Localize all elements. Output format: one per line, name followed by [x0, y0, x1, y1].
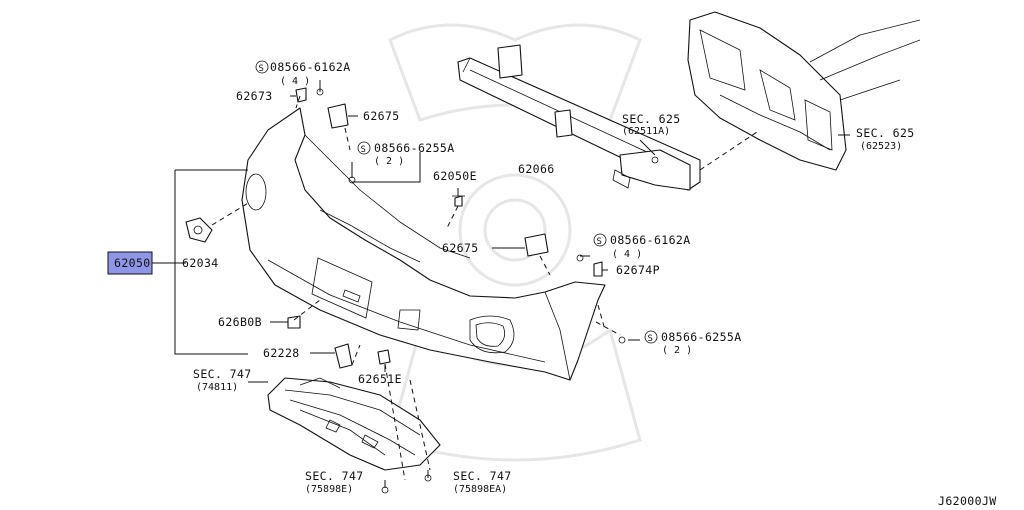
bolt-qty-6255a-top: ( 2 ) — [374, 156, 404, 167]
sec625-b-label[interactable]: SEC. 625 — [856, 126, 915, 140]
clip-62050e[interactable] — [452, 195, 465, 207]
sec625-b-ref: (62523) — [860, 141, 902, 152]
clip-62674p[interactable] — [593, 261, 603, 277]
main-part-highlight — [107, 251, 153, 275]
bumper-reinforcement[interactable] — [457, 44, 701, 191]
clip-626b0b[interactable] — [287, 315, 301, 329]
dashed-guides — [211, 95, 761, 481]
svg-text:S: S — [361, 145, 366, 155]
part-label-62228[interactable]: 62228 — [263, 346, 300, 360]
bracket-62675-top[interactable] — [327, 103, 349, 129]
part-label-626b0b[interactable]: 626B0B — [218, 315, 262, 329]
main-part-label[interactable]: 62050 — [114, 256, 151, 270]
sec625-a-label[interactable]: SEC. 625 — [622, 112, 681, 126]
standard-part-markers: S S S S — [255, 60, 658, 344]
bolt-qty-6162a-right: ( 4 ) — [612, 249, 642, 260]
engine-under-cover[interactable] — [267, 377, 441, 471]
clip-62673[interactable] — [295, 87, 307, 103]
sec747-a-ref: (74811) — [196, 382, 238, 393]
part-label-62673[interactable]: 62673 — [236, 89, 273, 103]
svg-text:S: S — [259, 64, 264, 74]
bolt-label-top[interactable]: 08566-6162A — [270, 60, 351, 74]
bracket-62034[interactable] — [185, 217, 213, 243]
bolt-label-6255a-right[interactable]: 08566-6255A — [661, 330, 742, 344]
cap-62228[interactable] — [334, 343, 353, 369]
sec747-c-ref: (75898EA) — [453, 484, 507, 495]
part-label-62675-top[interactable]: 62675 — [363, 109, 400, 123]
clip-62651e[interactable] — [377, 349, 391, 365]
part-label-62050e[interactable]: 62050E — [433, 169, 477, 183]
front-bumper-fascia[interactable] — [241, 107, 606, 381]
part-label-62651e[interactable]: 62651E — [358, 372, 402, 386]
radiator-core-support[interactable] — [687, 11, 921, 171]
part-label-62674p[interactable]: 62674P — [616, 263, 660, 277]
part-label-62675-mid[interactable]: 62675 — [442, 241, 479, 255]
part-label-62034[interactable]: 62034 — [182, 256, 219, 270]
leader-lines — [152, 80, 850, 488]
sec747-b-label[interactable]: SEC. 747 — [305, 469, 364, 483]
sec747-c-label[interactable]: SEC. 747 — [453, 469, 512, 483]
sec747-a-label[interactable]: SEC. 747 — [193, 367, 252, 381]
part-label-62066[interactable]: 62066 — [518, 162, 555, 176]
sec625-a-ref: (62511A) — [622, 126, 670, 137]
sec747-b-ref: (75898E) — [305, 484, 353, 495]
svg-text:S: S — [648, 334, 653, 344]
screw-icons — [316, 88, 659, 494]
diagram-id: J62000JW — [938, 494, 997, 508]
svg-text:S: S — [597, 237, 602, 247]
bolt-qty-top: ( 4 ) — [280, 76, 310, 87]
bracket-62675-mid[interactable] — [524, 233, 549, 257]
bolt-qty-6255a-right: ( 2 ) — [662, 345, 692, 356]
bolt-label-6255a-top[interactable]: 08566-6255A — [374, 141, 455, 155]
bolt-label-6162a-right[interactable]: 08566-6162A — [610, 233, 691, 247]
